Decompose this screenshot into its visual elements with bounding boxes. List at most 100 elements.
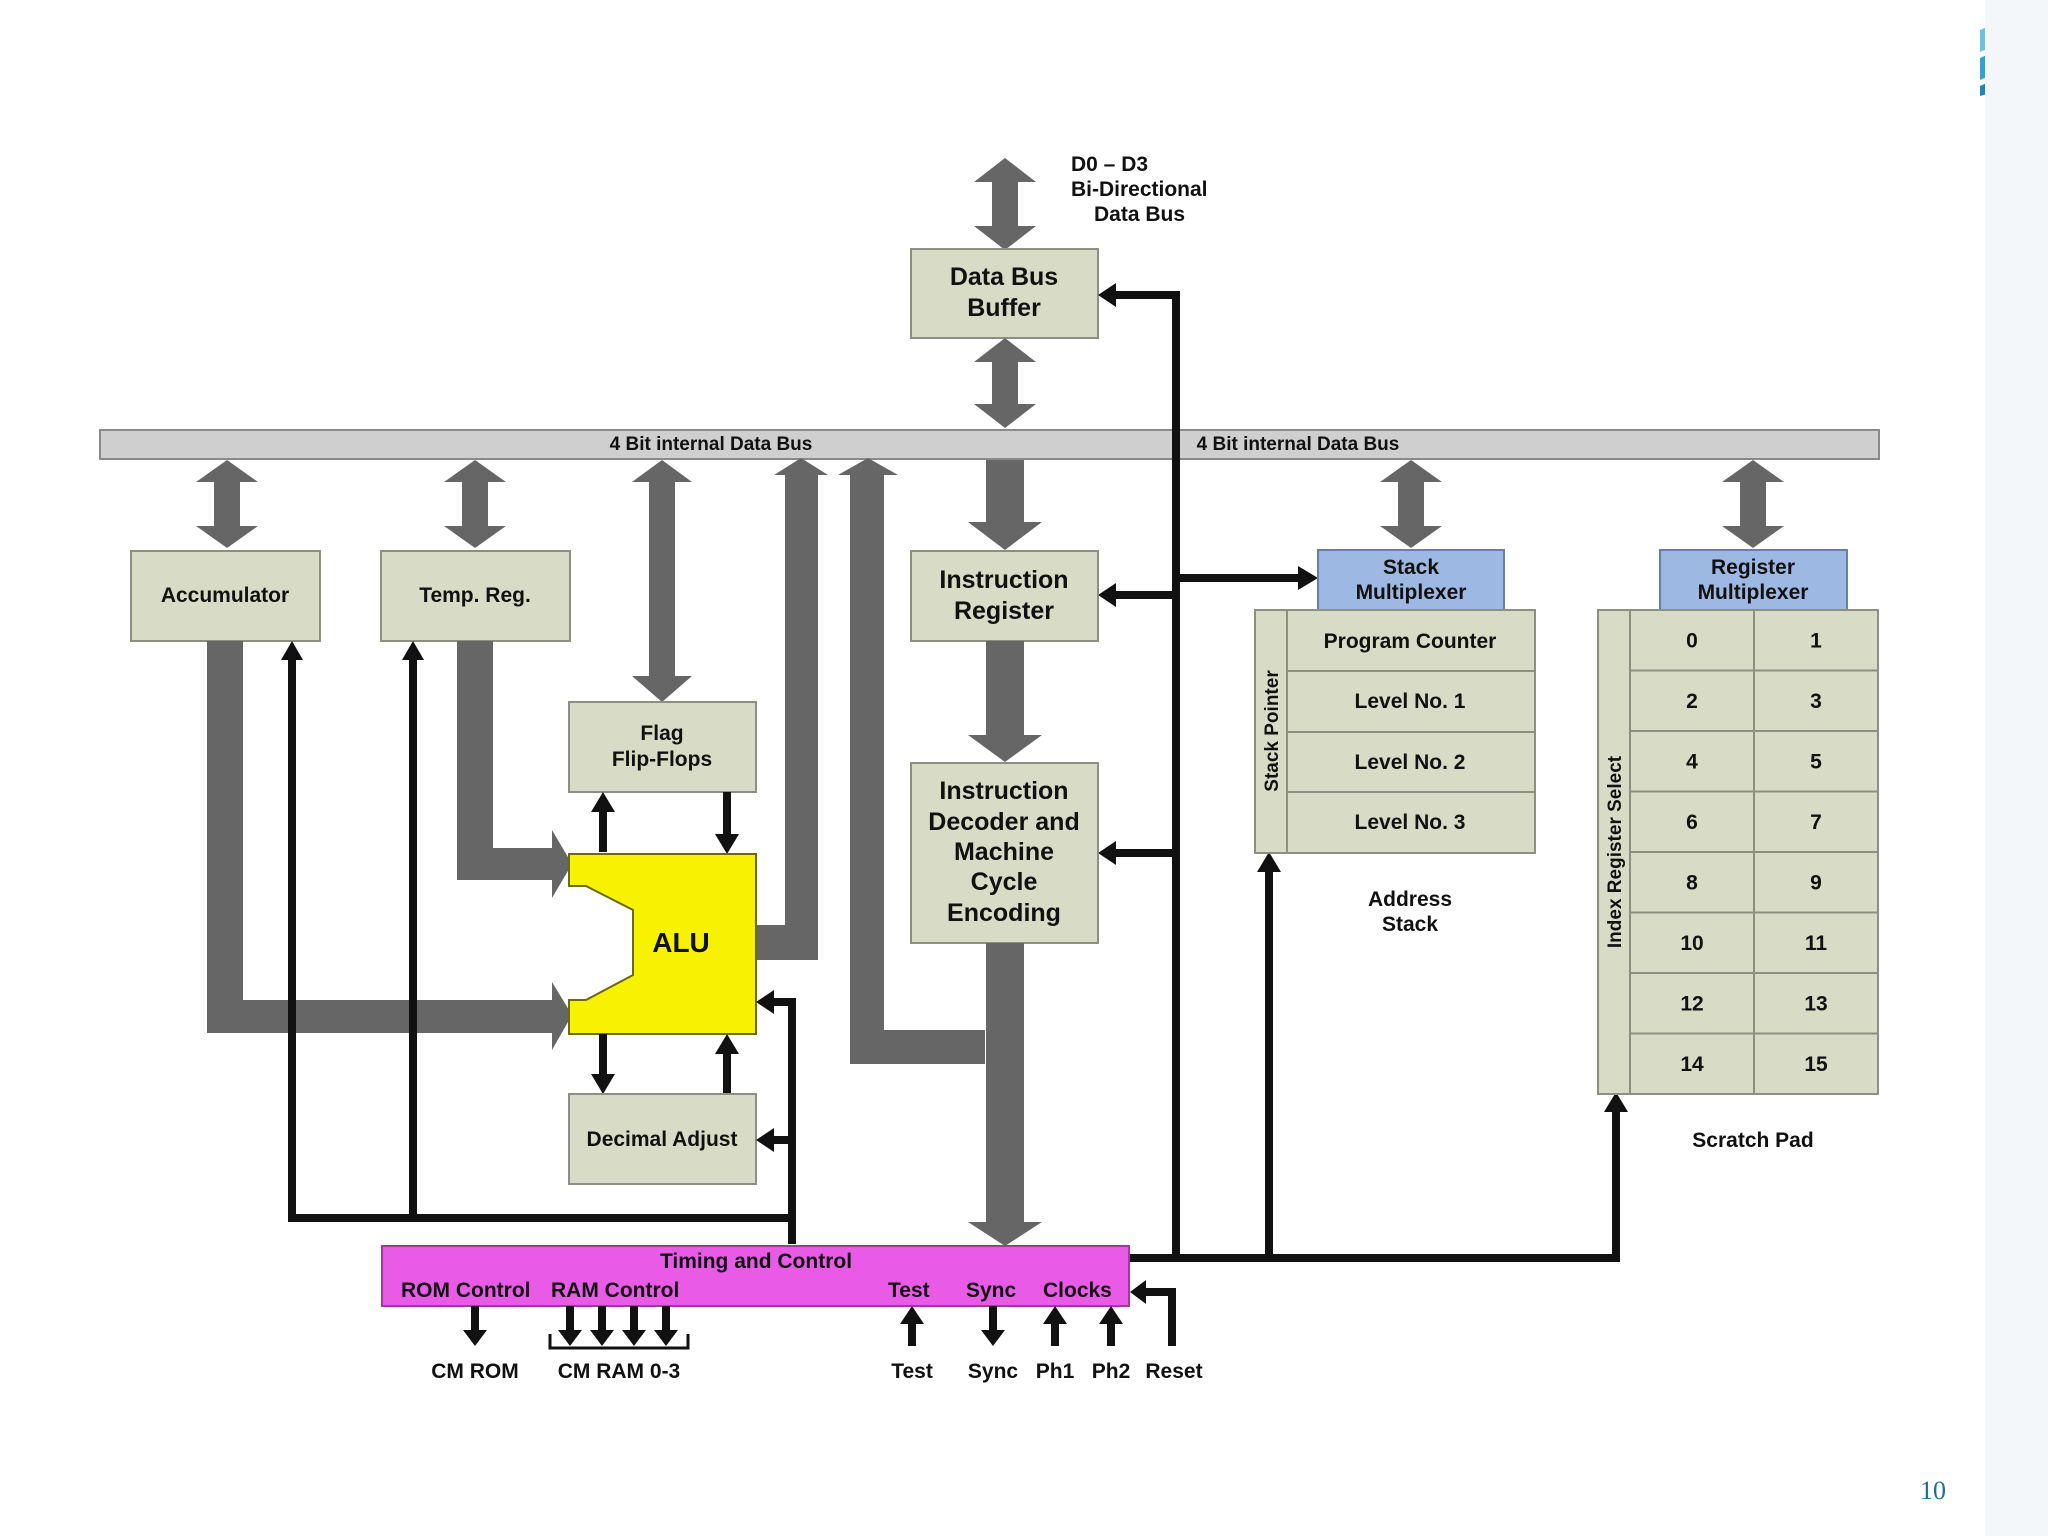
ph1-pin-label: Ph1 <box>1036 1360 1075 1383</box>
ram-control-label: RAM Control <box>551 1279 679 1302</box>
reg-mux-label-1: Register <box>1711 556 1795 579</box>
stack-mux-bus-arrow <box>1380 460 1442 548</box>
accumulator-bus-arrow <box>196 460 258 548</box>
reg-mux-label-2: Multiplexer <box>1698 581 1809 604</box>
rom-control-label: ROM Control <box>401 1279 530 1302</box>
program-counter-label: Program Counter <box>1324 630 1497 653</box>
data-bus-buffer <box>910 248 1099 339</box>
address-stack-label-2: Stack <box>1382 913 1438 936</box>
central-control-wire <box>1116 291 1180 1262</box>
scratch-pad-register-label: 10 <box>1680 932 1703 955</box>
flag-label-1: Flag <box>640 722 683 745</box>
scratch-pad-register-label: 9 <box>1810 871 1822 894</box>
decimal-to-alu-arrowhead <box>715 1034 739 1054</box>
stack-level-2 <box>1286 731 1536 793</box>
timing-title: Timing and Control <box>660 1250 852 1273</box>
scratch-pad-register-label: 15 <box>1804 1053 1828 1076</box>
ctrl-decoder-arrowhead <box>1098 841 1116 865</box>
decoder-label-5: Encoding <box>947 899 1061 927</box>
ir-label-2: Register <box>954 597 1054 625</box>
stack-level-2-label: Level No. 2 <box>1355 751 1466 774</box>
scratch-pad-register-label: 7 <box>1810 811 1822 834</box>
cm-ram-arrows <box>548 1306 690 1350</box>
scratch-pad-register-label: 11 <box>1805 932 1828 955</box>
external-bus-label-1: D0 – D3 <box>1071 153 1148 176</box>
cm-rom-label: CM ROM <box>431 1360 519 1383</box>
scratch-pad-register-label: 1 <box>1810 629 1822 652</box>
stack-mux-label-1: Stack <box>1383 556 1439 579</box>
accumulator <box>130 550 321 642</box>
scratch-pad-register-label: 14 <box>1680 1053 1704 1076</box>
external-bus-label-3: Data Bus <box>1094 203 1185 226</box>
decoder-label-1: Instruction <box>939 777 1068 805</box>
decimal-adjust-label: Decimal Adjust <box>587 1128 738 1151</box>
flag-label-2: Flip-Flops <box>612 748 712 771</box>
data-bus-buffer-label-1: Data Bus <box>950 263 1058 291</box>
temp-reg <box>380 550 571 642</box>
ctrl-decimal-arrowhead <box>756 1128 774 1152</box>
ctrl-accumulator-arrowhead <box>281 641 303 660</box>
sync-pin-arrowhead <box>981 1330 1005 1346</box>
scratch-pad-register-label: 6 <box>1686 811 1698 834</box>
right-edge-pattern <box>1985 0 2048 1536</box>
stack-pointer-label: Stack Pointer <box>1262 670 1283 792</box>
decoder-label-4: Cycle <box>971 868 1038 896</box>
alu <box>568 853 757 1035</box>
external-bus-arrow <box>974 158 1036 250</box>
page-number: 10 <box>1920 1476 1946 1505</box>
scratch-pad-register-cell <box>1629 851 1755 914</box>
ir-label-1: Instruction <box>939 566 1068 594</box>
accumulator-label: Accumulator <box>161 584 289 607</box>
cm-rom-arrowhead <box>463 1330 487 1346</box>
scratch-pad-register-cell <box>1753 851 1879 914</box>
ph2-pin-label: Ph2 <box>1092 1360 1131 1383</box>
reset-pin-arrowhead <box>1130 1280 1146 1304</box>
internal-data-bus <box>99 429 1880 460</box>
instruction-register <box>910 550 1099 642</box>
test-pin-label: Test <box>891 1360 933 1383</box>
bus-ir-arrow <box>968 460 1042 550</box>
scratch-pad-register-label: 12 <box>1680 992 1703 1015</box>
buffer-bus-arrow <box>974 338 1036 428</box>
scratch-pad-register-label: 13 <box>1804 992 1827 1015</box>
scratch-pad-register-cell <box>1753 972 1879 1035</box>
decoder-label-2: Decoder and <box>928 808 1079 836</box>
data-bus-buffer-label-2: Buffer <box>967 294 1041 322</box>
stack-level-1-label: Level No. 1 <box>1355 690 1466 713</box>
index-register-select <box>1597 609 1631 1095</box>
register-multiplexer <box>1659 549 1848 611</box>
ctrl-stack-mux-arrowhead <box>1298 566 1318 590</box>
ctrl-index-arrowhead <box>1604 1092 1628 1112</box>
alu-result-path <box>757 458 828 960</box>
alu-label: ALU <box>652 927 710 958</box>
clocks-in-label: Clocks <box>1043 1279 1112 1302</box>
test-pin-arrowhead <box>900 1306 924 1324</box>
alu-to-decimal-arrowhead <box>591 1074 615 1094</box>
cm-ram-label: CM RAM 0-3 <box>558 1360 681 1383</box>
alu-to-flag-arrowhead <box>591 792 615 812</box>
scratch-pad-register-cell <box>1629 972 1755 1035</box>
external-bus-label-2: Bi-Directional <box>1071 178 1208 201</box>
scratch-pad-register-cell <box>1629 1032 1755 1095</box>
accumulator-alu-path <box>207 641 572 1050</box>
stack-level-3-label: Level No. 3 <box>1355 811 1466 834</box>
address-stack-label-1: Address <box>1368 888 1452 911</box>
instruction-decoder <box>910 762 1099 944</box>
ph1-pin-arrowhead <box>1043 1306 1067 1324</box>
ctrl-wire-alu <box>774 998 796 1218</box>
flag-bus-arrow <box>632 460 692 702</box>
ph2-pin-arrowhead <box>1099 1306 1123 1324</box>
stack-pointer <box>1254 609 1288 854</box>
internal-bus-label-left: 4 Bit internal Data Bus <box>610 434 813 455</box>
decimal-adjust <box>568 1093 757 1185</box>
scratch-pad-register-label: 0 <box>1686 629 1698 652</box>
temp-reg-alu-path <box>457 641 572 898</box>
stack-level-3 <box>1286 791 1536 854</box>
flag-flip-flops <box>568 701 757 793</box>
scratch-pad-register-cell <box>1629 730 1755 793</box>
test-in-label: Test <box>888 1279 930 1302</box>
ctrl-buffer-arrowhead <box>1098 283 1116 307</box>
scratch-pad-register-label: 5 <box>1810 750 1822 773</box>
